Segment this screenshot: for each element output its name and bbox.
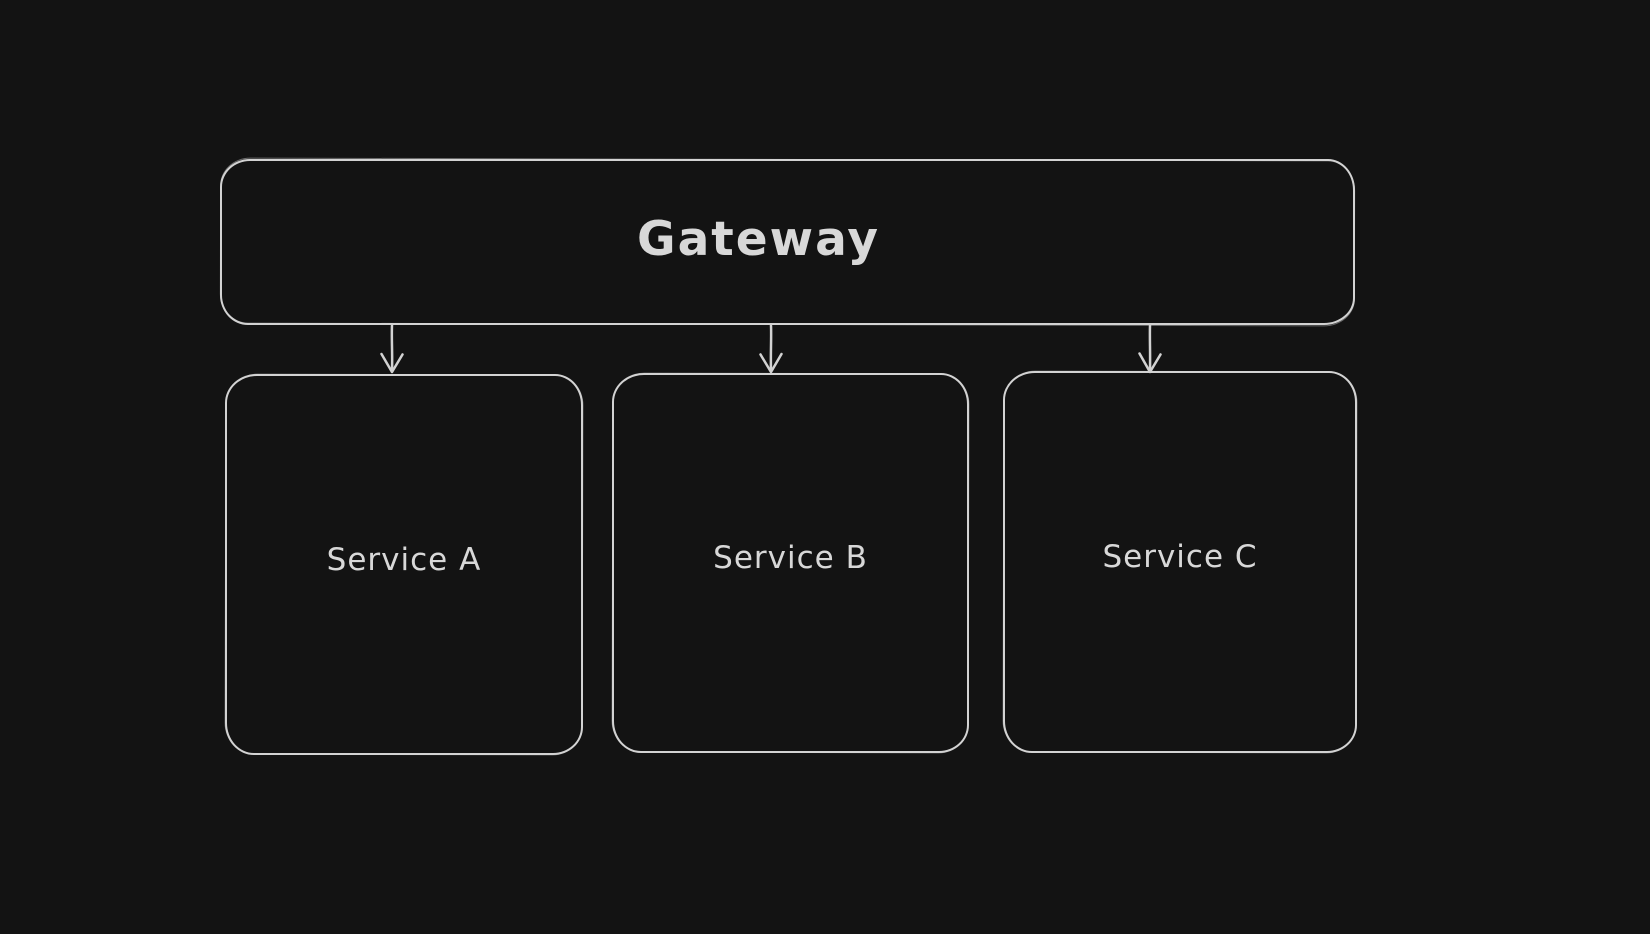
node-gateway-label: Gateway (637, 211, 880, 267)
arrow-gateway-to-service-c[interactable] (1133, 324, 1167, 375)
arrow-gateway-to-service-a[interactable] (375, 324, 409, 375)
arrow-head-icon (380, 352, 404, 374)
node-service-c[interactable]: Service C (1003, 371, 1357, 753)
node-service-a[interactable]: Service A (225, 374, 583, 755)
node-service-b-label: Service B (713, 540, 868, 576)
node-service-a-label: Service A (326, 541, 482, 578)
arrow-head-icon (759, 352, 783, 374)
arrow-gateway-to-service-b[interactable] (754, 324, 788, 375)
node-service-c-label: Service C (1102, 539, 1258, 575)
node-service-b[interactable]: Service B (612, 373, 969, 753)
node-gateway[interactable]: Gateway (220, 159, 1355, 325)
